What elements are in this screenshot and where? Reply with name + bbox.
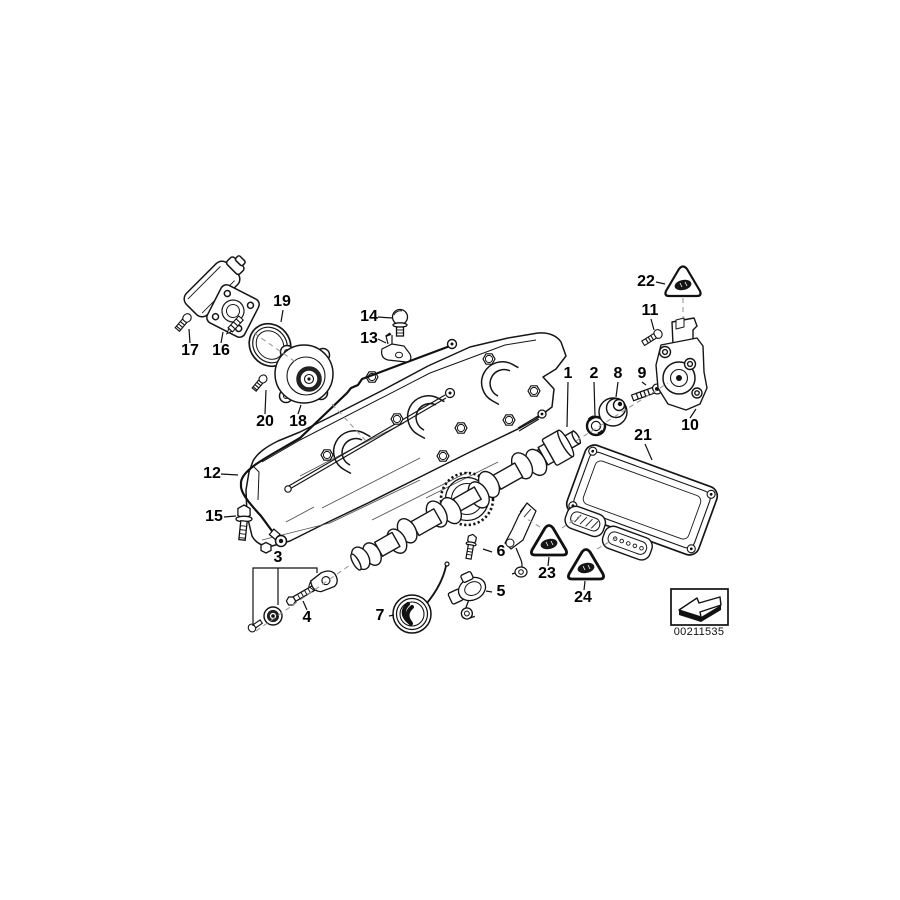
solenoid-housing-10	[655, 317, 708, 411]
pulley-8	[598, 397, 628, 427]
bearing-ring-2	[585, 415, 607, 437]
part-label-9[interactable]: 9	[637, 365, 647, 382]
part-label-18[interactable]: 18	[289, 413, 307, 430]
clamp-13	[381, 332, 412, 363]
part-label-8[interactable]: 8	[613, 365, 623, 382]
part-label-21[interactable]: 21	[634, 427, 652, 444]
part-label-22[interactable]: 22	[637, 273, 655, 290]
cap-bolt-14	[391, 308, 409, 337]
part-label-16[interactable]: 16	[212, 342, 230, 359]
part-label-15[interactable]: 15	[205, 508, 223, 525]
part-label-23[interactable]: 23	[538, 565, 556, 582]
front-cover-18	[274, 344, 334, 404]
bolt-6	[465, 533, 477, 560]
part-label-1[interactable]: 1	[563, 365, 573, 382]
part-label-17[interactable]: 17	[181, 342, 199, 359]
lever-bracket	[504, 502, 537, 578]
part-label-5[interactable]: 5	[496, 583, 506, 600]
bolt-4	[285, 584, 316, 606]
ecu-connector-b	[601, 525, 653, 561]
oil-rod	[284, 387, 547, 493]
warning-triangle-icon	[664, 265, 702, 298]
part-label-14[interactable]: 14	[360, 308, 378, 325]
screw-3	[247, 619, 264, 633]
grommet-3	[263, 606, 283, 626]
bolt-20	[251, 374, 268, 393]
spiral-spring-7	[392, 561, 450, 634]
part-label-12[interactable]: 12	[203, 465, 221, 482]
part-label-4[interactable]: 4	[302, 609, 312, 626]
part-label-7[interactable]: 7	[375, 607, 385, 624]
sensor-5	[447, 571, 487, 620]
bolt-11	[641, 329, 663, 347]
oil-pipe	[239, 338, 458, 554]
control-unit-21	[564, 444, 719, 561]
part-label-19[interactable]: 19	[273, 293, 291, 310]
part-label-3[interactable]: 3	[273, 549, 283, 566]
part-label-24[interactable]: 24	[574, 589, 592, 606]
ecu-connector-a	[564, 505, 607, 538]
leader-lines	[188, 281, 697, 626]
diagram-id-box	[670, 588, 729, 626]
bolt-15	[235, 504, 253, 541]
part-label-6[interactable]: 6	[496, 543, 506, 560]
diagram-id-text: 00211535	[673, 626, 725, 638]
warning-triangle-icon	[567, 548, 605, 581]
cylinder-head-cover	[245, 332, 567, 547]
part-label-11[interactable]: 11	[641, 302, 659, 319]
warning-triangle-icon	[530, 524, 568, 557]
vanos-motor-16	[183, 255, 260, 338]
assembly-axis-lines	[253, 298, 684, 632]
part-label-10[interactable]: 10	[681, 417, 699, 434]
part-label-13[interactable]: 13	[360, 330, 378, 347]
part-label-2[interactable]: 2	[589, 365, 599, 382]
bolt-9	[630, 383, 663, 402]
down-left-arrow-icon	[678, 596, 722, 622]
bolt-17	[174, 313, 192, 333]
eyelet-bracket-4	[308, 570, 338, 593]
part-label-20[interactable]: 20	[256, 413, 274, 430]
camshaft	[350, 429, 582, 571]
